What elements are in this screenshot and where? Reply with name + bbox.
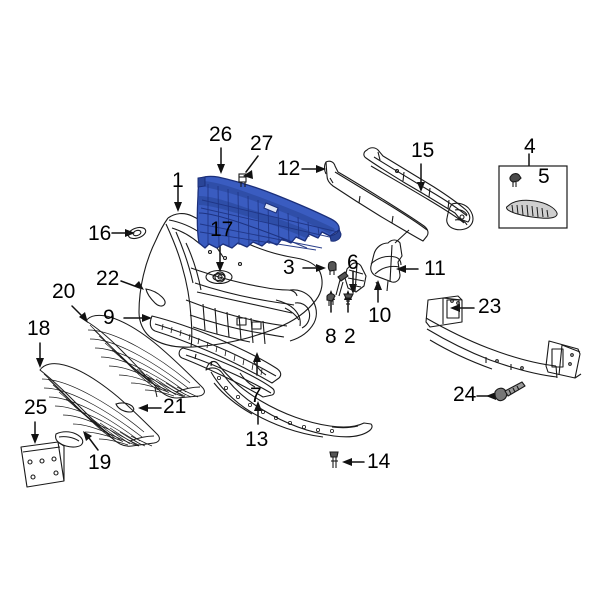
callout-label-23[interactable]: 23 (478, 295, 502, 318)
callout-label-9[interactable]: 9 (103, 306, 115, 329)
callout-label-3[interactable]: 3 (283, 256, 295, 279)
callout-label-7[interactable]: 7 (250, 384, 262, 407)
part-upper-mesh-grille (85, 314, 205, 399)
callout-label-13[interactable]: 13 (245, 428, 269, 451)
part-front-spoiler-air-dam (205, 361, 373, 438)
part-bumper-cover-screw (343, 293, 354, 307)
callout-label-19[interactable]: 19 (88, 451, 112, 474)
part-emblem-inset-panel (498, 165, 568, 229)
part-front-bumper-cover (138, 213, 323, 348)
callout-label-1[interactable]: 1 (172, 169, 184, 192)
callout-label-4[interactable]: 4 (524, 135, 536, 158)
part-bumper-retainer-clip (327, 261, 337, 275)
callout-label-27[interactable]: 27 (250, 132, 274, 155)
part-bumper-fastener (145, 288, 166, 307)
highlighted-part-upper-grille-cover (196, 175, 342, 251)
part-bumper-reinforcement-beam (425, 295, 582, 379)
part-bracket-bolt (335, 271, 349, 297)
callout-label-21[interactable]: 21 (163, 395, 187, 418)
part-bumper-cover-nut (214, 271, 226, 283)
part-lower-grille-molding (149, 315, 282, 384)
callout-label-18[interactable]: 18 (27, 317, 51, 340)
callout-label-22[interactable]: 22 (96, 267, 120, 290)
callout-label-8[interactable]: 8 (325, 325, 337, 348)
callout-label-6[interactable]: 6 (347, 251, 359, 274)
callout-label-26[interactable]: 26 (209, 123, 233, 146)
callout-label-17[interactable]: 17 (210, 218, 234, 241)
callout-label-25[interactable]: 25 (24, 396, 48, 419)
callout-label-24[interactable]: 24 (453, 383, 477, 406)
part-bumper-grommet (127, 226, 147, 240)
callout-label-10[interactable]: 10 (368, 304, 392, 327)
callout-label-15[interactable]: 15 (411, 139, 435, 162)
callout-label-11[interactable]: 11 (424, 257, 446, 280)
callout-label-16[interactable]: 16 (88, 222, 112, 245)
callout-label-5[interactable]: 5 (538, 165, 550, 188)
part-energy-absorber-bracket (363, 147, 474, 231)
part-grille-retainer-clip (115, 402, 135, 413)
part-spoiler-screw (329, 451, 339, 468)
part-license-bracket-trim (55, 431, 84, 448)
part-bumper-side-support (370, 229, 410, 292)
callout-label-20[interactable]: 20 (52, 280, 76, 303)
part-reinforcement-bolt (494, 381, 526, 402)
part-lower-mesh-grille (39, 363, 160, 447)
callout-label-12[interactable]: 12 (277, 157, 301, 180)
part-bumper-cover-clip (326, 293, 336, 306)
callout-label-14[interactable]: 14 (367, 450, 391, 473)
part-bumper-upper-bracket (323, 160, 429, 242)
part-bumper-side-bracket (344, 262, 367, 293)
callout-label-2[interactable]: 2 (344, 325, 356, 348)
emblem-glyph (506, 199, 558, 219)
part-upper-grille-clip (238, 173, 247, 187)
part-license-plate-bracket (20, 441, 65, 488)
